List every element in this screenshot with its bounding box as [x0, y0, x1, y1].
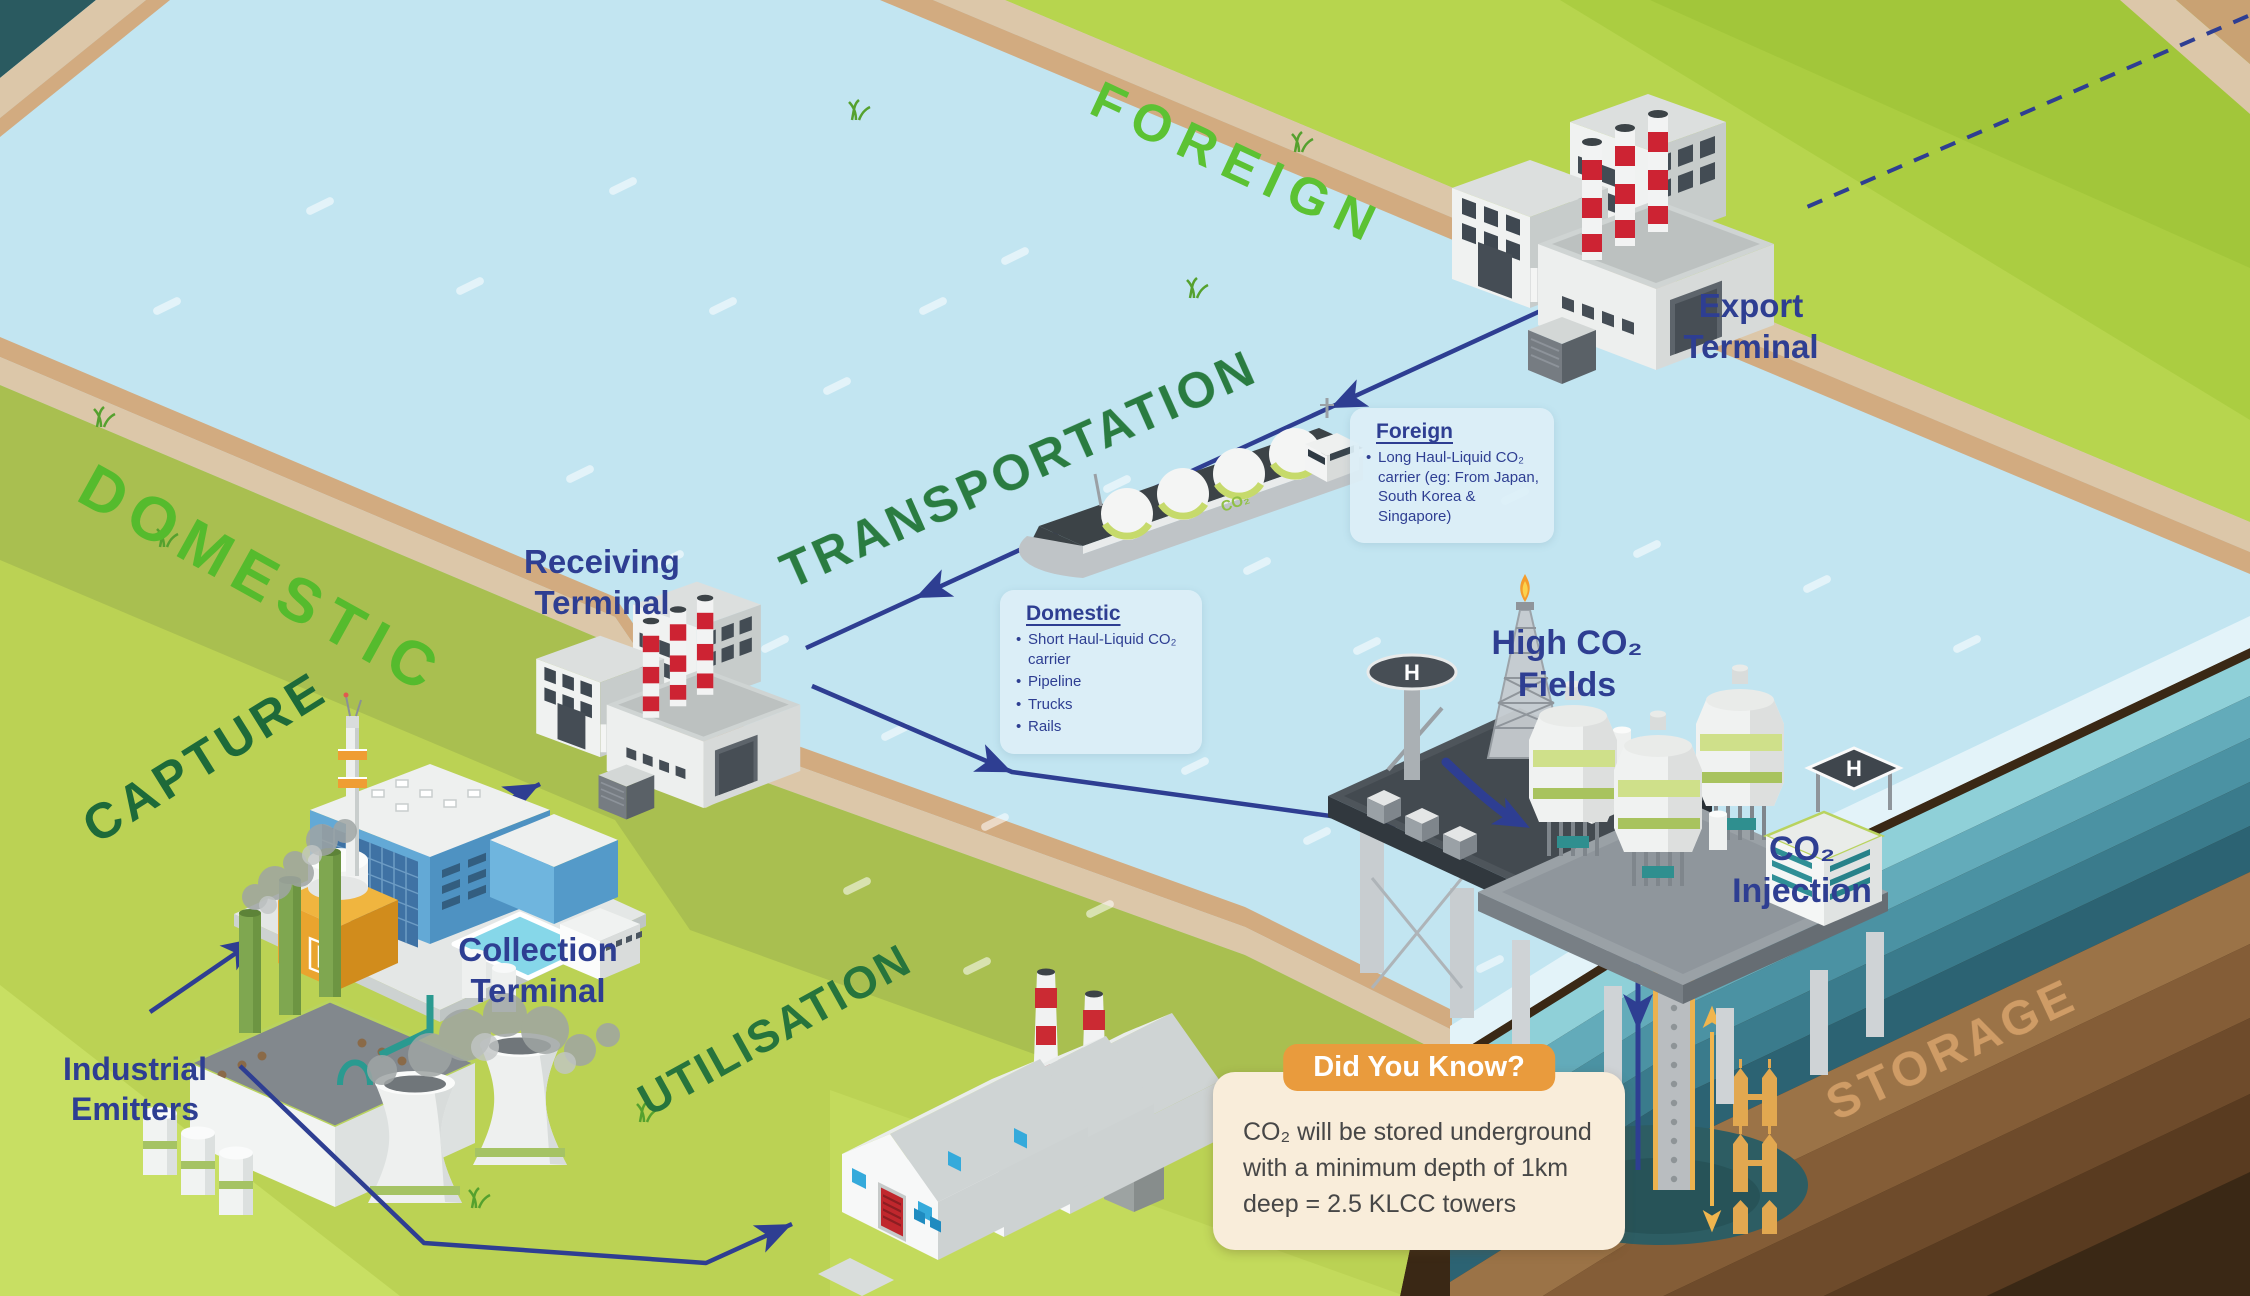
injection-platform: H: [1478, 664, 1904, 1104]
industrial-emitters-label: Industrial Emitters: [62, 1051, 207, 1127]
process-vessel: [1529, 680, 1617, 856]
terrain-topleft-corner: [0, 0, 170, 137]
callout-domestic-list: Short Haul-Liquid CO₂ carrier Pipeline T…: [1016, 630, 1192, 737]
platform-helipad-letter: H: [1846, 756, 1862, 781]
emitter-chimneys: [239, 848, 341, 1033]
rig-helipad-letter: H: [1404, 660, 1420, 685]
factory-door: [878, 1182, 906, 1242]
collection-terminal-label: Collection Terminal: [458, 931, 618, 1009]
flow-line-to-utilisation: [238, 1064, 798, 1266]
depth-arrow: [1702, 1005, 1722, 1233]
callout-foreign-item: Long Haul-Liquid CO₂ carrier (eg: From J…: [1366, 448, 1544, 526]
did-you-know-badge: Did You Know?: [1283, 1044, 1555, 1091]
flow-line-dashed-import: [1799, 14, 2249, 212]
callout-domestic-item: Short Haul-Liquid CO₂ carrier: [1016, 630, 1192, 669]
high-co2-fields-label: High CO₂ Fields: [1491, 624, 1643, 705]
export-terminal-label: Export Terminal: [1683, 287, 1819, 365]
receiving-terminal-label: Receiving Terminal: [524, 543, 680, 621]
did-you-know-card: Did You Know? CO₂ will be stored undergr…: [1213, 1044, 1625, 1250]
flow-arrow-rig-to-injection: [1441, 757, 1537, 842]
callout-domestic: Domestic Short Haul-Liquid CO₂ carrier P…: [1000, 590, 1202, 754]
callout-domestic-item: Rails: [1016, 717, 1192, 737]
emitter-silos: [143, 1106, 253, 1215]
did-you-know-text: CO₂ will be stored underground with a mi…: [1243, 1118, 1592, 1218]
process-vessel: [1614, 710, 1702, 886]
deck-containers: [1367, 790, 1477, 860]
rig-helipad: H: [1366, 653, 1458, 780]
ship-domes: [1101, 428, 1321, 540]
callout-domestic-item: Trucks: [1016, 695, 1192, 715]
callout-foreign-list: Long Haul-Liquid CO₂ carrier (eg: From J…: [1366, 448, 1544, 526]
callout-foreign: Foreign Long Haul-Liquid CO₂ carrier (eg…: [1350, 408, 1554, 543]
callout-domestic-item: Pipeline: [1016, 672, 1192, 692]
utilisation-factory: [818, 968, 1220, 1296]
platform-building: [1762, 810, 1886, 926]
co2-carrier-ship: CO₂: [1018, 398, 1363, 578]
platform-helipad: H: [1804, 746, 1904, 812]
callout-foreign-title: Foreign: [1376, 420, 1453, 443]
co2-injection-label: CO₂ Injection: [1732, 830, 1872, 911]
callout-domestic-title: Domestic: [1026, 602, 1121, 625]
industrial-emitters-plant: [143, 819, 620, 1215]
klcc-towers-icon: [1731, 1057, 1779, 1234]
